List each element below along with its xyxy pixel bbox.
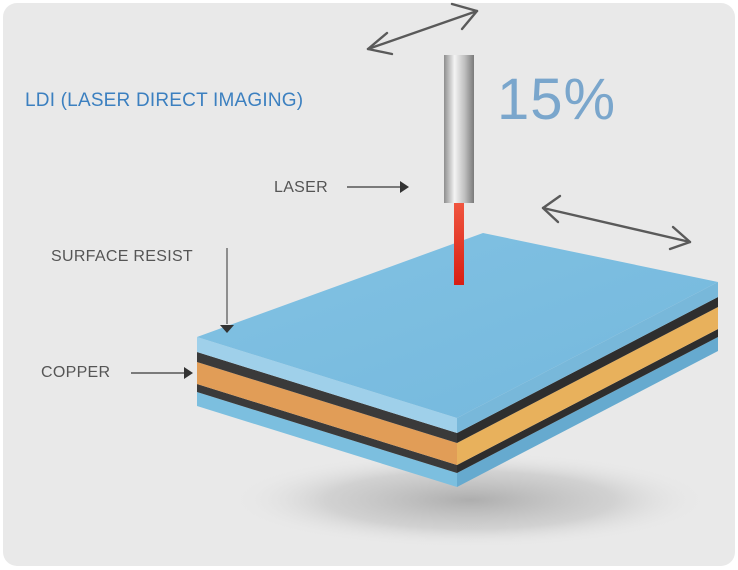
surface-resist-left xyxy=(197,337,457,433)
top-dark-left xyxy=(197,352,457,443)
double-arrow-top-icon xyxy=(366,2,479,56)
layer-stack-right-face xyxy=(457,282,718,487)
surface-resist-label: SURFACE RESIST xyxy=(51,248,194,265)
copper-pointer-arrow xyxy=(131,367,193,379)
bottom-resist-right xyxy=(457,337,718,487)
laser-spot xyxy=(455,281,463,285)
laser-label: LASER xyxy=(274,179,328,196)
board-top-surface xyxy=(197,233,718,418)
copper-left xyxy=(197,362,457,465)
board-shadow xyxy=(230,452,710,548)
surface-resist-right xyxy=(457,282,718,433)
surface-resist-pointer xyxy=(220,248,234,333)
laser-beam xyxy=(454,203,464,285)
laser-pointer-arrow xyxy=(347,181,409,193)
bottom-dark-left xyxy=(197,384,457,473)
copper-right xyxy=(457,307,718,465)
layer-stack-left-face xyxy=(197,337,457,487)
percentage-value: 15% xyxy=(497,67,617,132)
laser-tube xyxy=(444,55,474,203)
bottom-resist-left xyxy=(197,392,457,487)
bottom-dark-right xyxy=(457,329,718,473)
top-dark-right xyxy=(457,297,718,443)
double-arrow-right-icon xyxy=(541,194,692,251)
copper-label: COPPER xyxy=(41,364,111,381)
diagram-title: LDI (LASER DIRECT IMAGING) xyxy=(25,90,304,111)
